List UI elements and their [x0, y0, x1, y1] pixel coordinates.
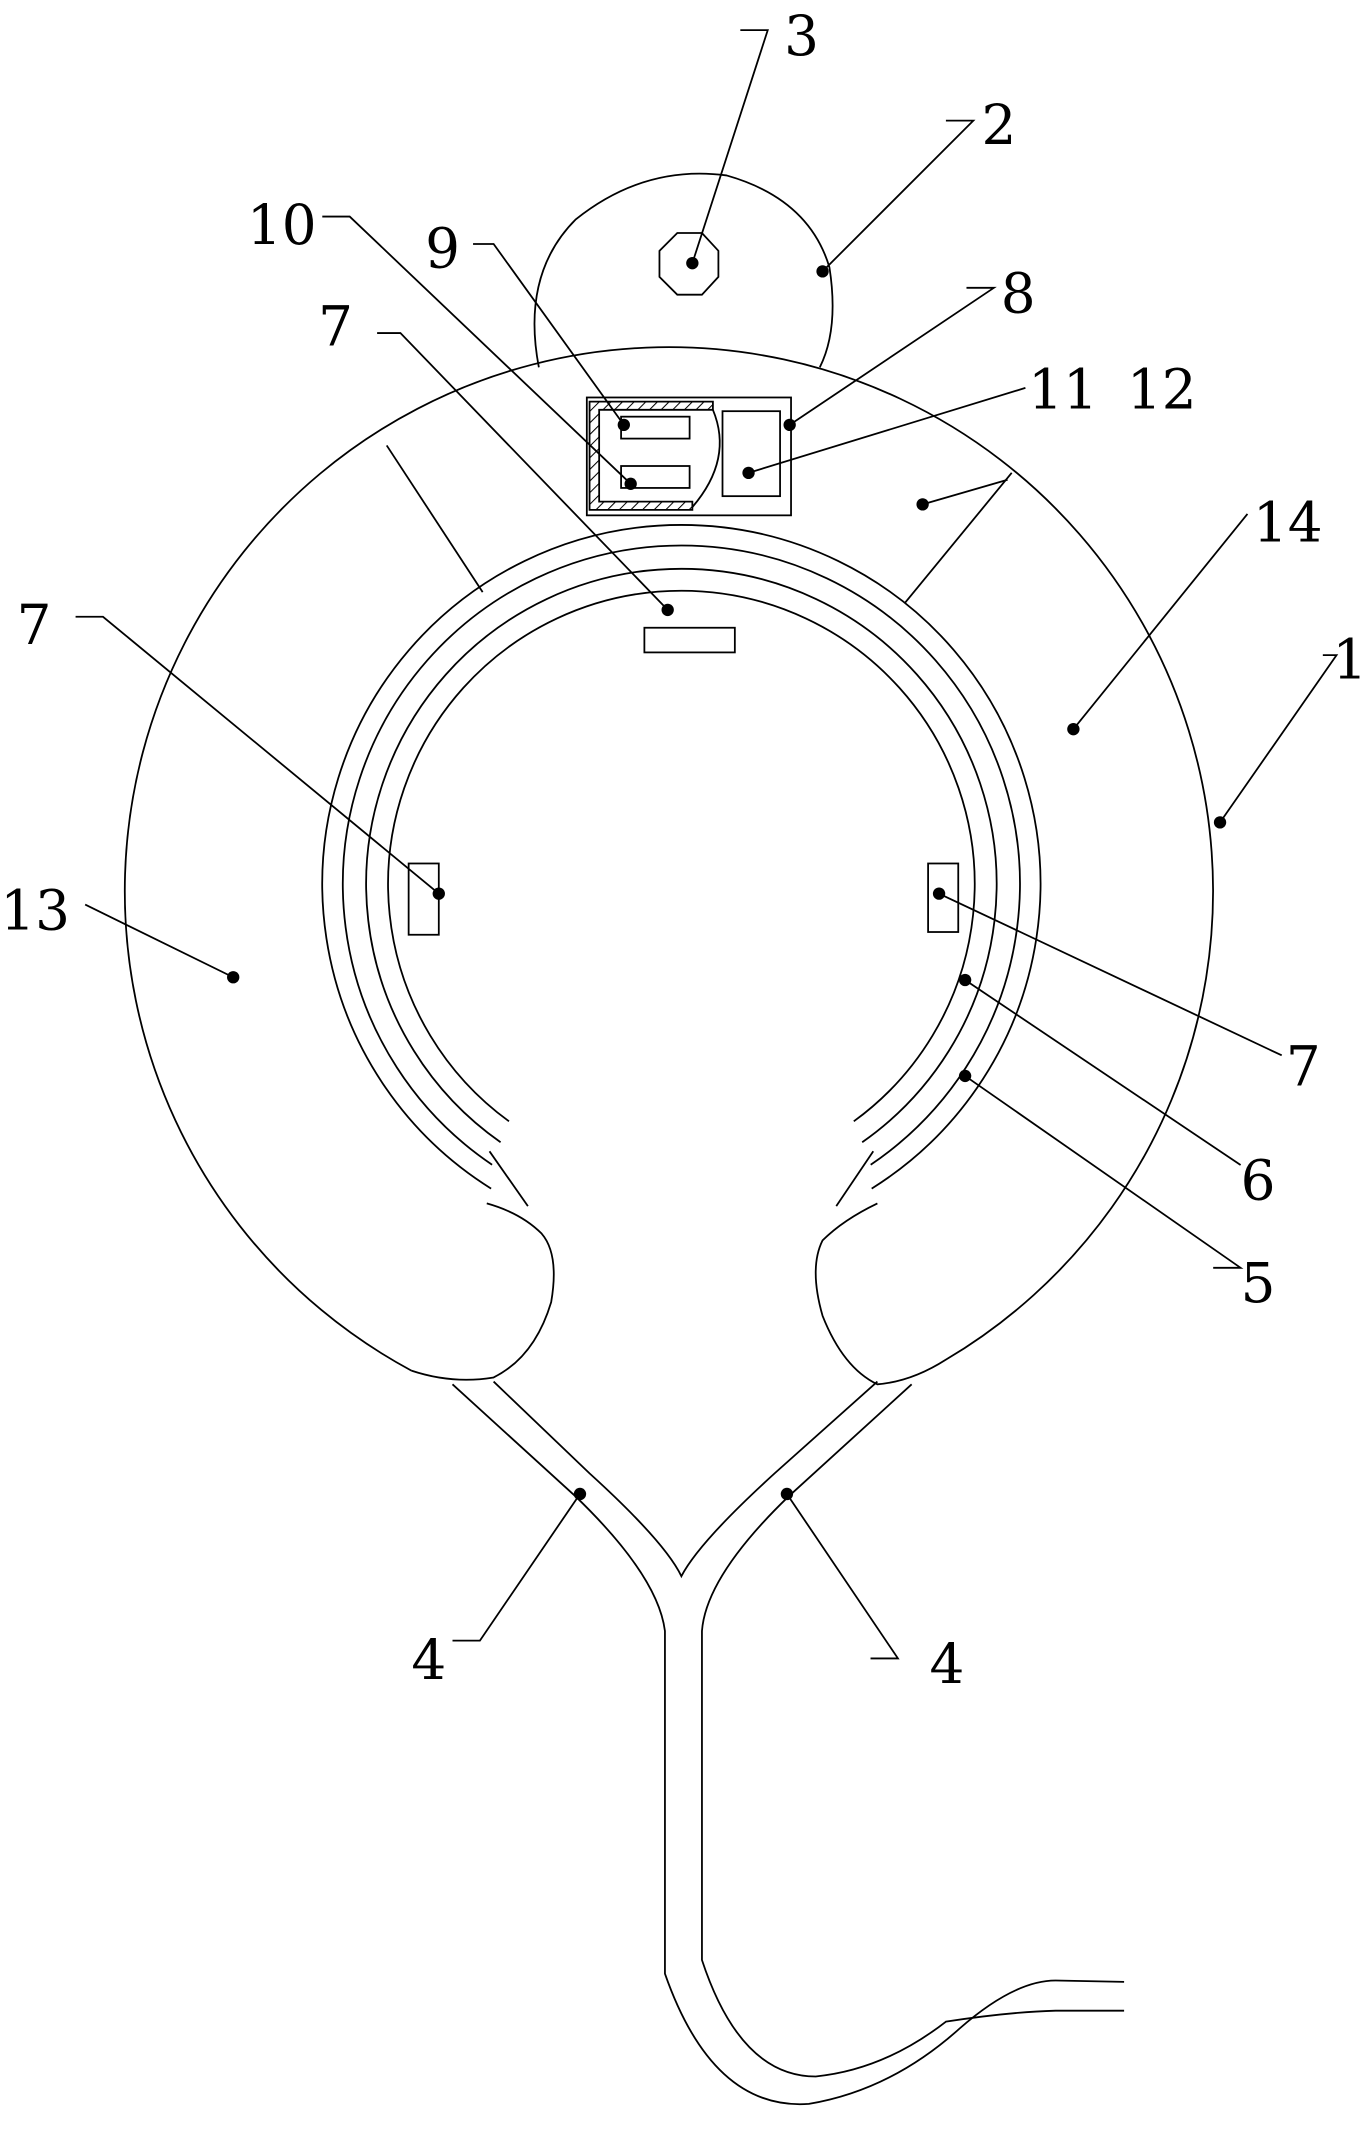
- leader-line: [84, 903, 234, 979]
- callout-leaders: [75, 29, 1339, 1660]
- leader-line: [922, 478, 1008, 506]
- leader-dot: [932, 887, 946, 900]
- leader-dot: [573, 1487, 587, 1501]
- label-7-right: 7: [1286, 1035, 1321, 1099]
- leader-line: [1072, 513, 1249, 730]
- label-8: 8: [1001, 261, 1036, 325]
- tube-layer-6: [365, 567, 998, 1143]
- label-1: 1: [1332, 627, 1367, 691]
- leader-line: [786, 1493, 900, 1660]
- tube-layer-inner: [387, 589, 976, 1123]
- leader-dot: [1067, 722, 1080, 736]
- leader-dot: [783, 418, 796, 432]
- leader-line: [964, 979, 1242, 1166]
- left-lobe: [411, 1202, 555, 1381]
- contact-upper: [620, 415, 691, 440]
- tube-end-right: [835, 1150, 875, 1207]
- hatched-bracket: [588, 400, 714, 511]
- label-11: 11: [1028, 357, 1098, 421]
- cable-right-outer: [701, 1383, 1125, 2078]
- leader-line: [473, 243, 625, 426]
- label-13: 13: [0, 878, 70, 942]
- clip-housing: [585, 396, 792, 517]
- leader-dot: [686, 256, 699, 270]
- label-4-right: 4: [929, 1632, 964, 1696]
- leader-dot: [958, 1069, 972, 1083]
- leader-dot: [1213, 816, 1227, 829]
- label-7-left: 7: [17, 593, 52, 657]
- label-7-top: 7: [318, 294, 353, 358]
- label-9: 9: [425, 216, 460, 280]
- label-6: 6: [1241, 1148, 1276, 1212]
- cable-left-outer: [451, 1383, 1125, 2106]
- leader-line: [691, 29, 769, 264]
- controller-box: [721, 410, 781, 498]
- divider-left: [385, 444, 484, 593]
- label-2: 2: [982, 93, 1017, 157]
- leader-dot: [617, 418, 630, 432]
- cable-inner-y: [492, 1380, 878, 1579]
- leader-dot: [916, 498, 929, 511]
- label-14: 14: [1253, 490, 1323, 554]
- leader-line: [789, 286, 997, 426]
- spring-plate: [691, 409, 721, 508]
- label-12: 12: [1127, 357, 1197, 421]
- outer-ring: [123, 346, 1214, 1386]
- sensor-left: [407, 862, 440, 936]
- leader-dot: [780, 1487, 794, 1501]
- contact-lower: [620, 465, 691, 489]
- leader-dot: [958, 973, 972, 987]
- leader-line: [377, 332, 669, 611]
- sensor-right: [927, 862, 960, 933]
- divider-right: [904, 472, 1013, 604]
- leader-line: [938, 892, 1283, 1057]
- leader-line: [748, 387, 1026, 474]
- label-10: 10: [247, 193, 317, 257]
- leader-dot: [816, 265, 829, 278]
- leader-dot: [624, 477, 637, 490]
- ring-inner-edge: [321, 524, 1042, 1190]
- leader-line: [821, 119, 976, 273]
- leader-line: [964, 1075, 1244, 1269]
- sensor-top: [643, 626, 736, 654]
- leader-dot: [742, 466, 755, 480]
- tube-end-left: [488, 1150, 529, 1207]
- bolt-octagon: [658, 232, 720, 296]
- leader-line: [75, 615, 440, 895]
- leader-dot: [227, 971, 240, 984]
- leader-line: [452, 1493, 581, 1642]
- label-4-left: 4: [411, 1628, 446, 1692]
- leader-line: [1219, 654, 1339, 823]
- label-3: 3: [784, 4, 819, 68]
- tube-layer-5: [341, 544, 1021, 1166]
- leader-dot: [432, 887, 445, 900]
- label-5: 5: [1241, 1251, 1276, 1315]
- leader-dot: [661, 603, 674, 617]
- top-mount-piece: [533, 172, 834, 368]
- leader-line: [322, 215, 632, 485]
